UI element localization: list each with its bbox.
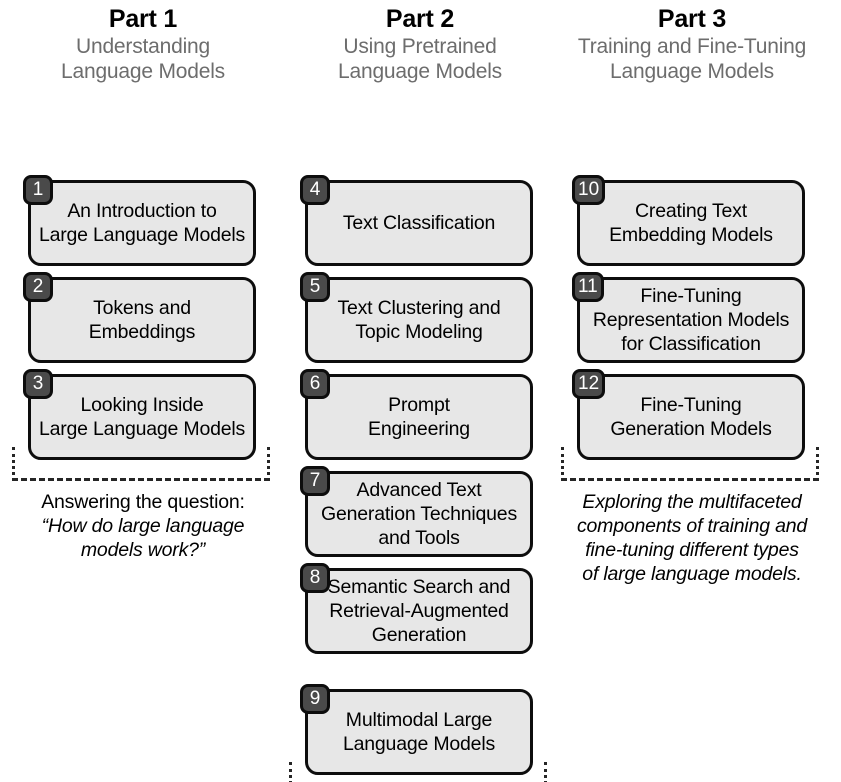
caption-line: “How do large language	[41, 515, 245, 537]
chapter-title: An Introduction to Large Language Models	[29, 199, 255, 247]
chapter-title-line: Multimodal Large	[345, 709, 493, 731]
chapter-number-badge: 9	[300, 684, 330, 714]
chapter-box-6[interactable]: 6 Prompt Engineering	[300, 369, 533, 460]
chapter-number-badge: 5	[300, 272, 330, 302]
chapter-number-badge: 1	[23, 175, 53, 205]
part-column-1: Part 1 Understanding Language Models 1 A…	[8, 0, 278, 561]
caption-line: Answering the question:	[41, 491, 245, 513]
part-column-2: Part 2 Using Pretrained Language Models …	[285, 0, 555, 782]
chapter-title: Fine-Tuning Representation Models for Cl…	[583, 284, 799, 356]
chapter-title-line: Creating Text	[635, 200, 747, 222]
chapter-box-11[interactable]: 11 Fine-Tuning Representation Models for…	[572, 272, 805, 363]
part-subtitle-line: Understanding	[76, 35, 210, 58]
chapter-title-line: Embedding Models	[609, 224, 773, 246]
chapter-number-badge: 7	[300, 466, 330, 496]
part-title-3: Part 3	[657, 5, 727, 33]
chapter-number-badge: 11	[572, 272, 604, 302]
chapter-number-badge: 10	[572, 175, 606, 205]
part-header-1: Part 1 Understanding Language Models	[8, 0, 278, 84]
caption-line: fine-tuning different types	[585, 539, 799, 561]
chapter-title-line: Prompt	[388, 394, 450, 416]
part-subtitle-line: Language Models	[61, 60, 225, 83]
chapter-title-line: Fine-Tuning	[640, 394, 742, 416]
chapter-title: Text Clustering and Topic Modeling	[327, 296, 510, 344]
part-subtitle-line: Language Models	[610, 60, 774, 83]
part-subtitle-2: Using Pretrained Language Models	[285, 34, 555, 84]
part-subtitle-line: Training and Fine-Tuning	[577, 35, 807, 58]
chapter-title: Semantic Search and Retrieval-Augmented …	[318, 575, 521, 647]
chapter-box-1[interactable]: 1 An Introduction to Large Language Mode…	[23, 175, 256, 266]
chapter-number-badge: 2	[23, 272, 53, 302]
chapter-title-line: Text Clustering and	[337, 297, 501, 319]
caption-line: models work?”	[80, 539, 206, 561]
chapter-number-badge: 4	[300, 175, 330, 205]
chapter-title-line: Topic Modeling	[355, 321, 483, 343]
chapter-box-10[interactable]: 10 Creating Text Embedding Models	[572, 175, 805, 266]
chapter-title: Creating Text Embedding Models	[599, 199, 783, 247]
chapter-title-line: An Introduction to	[67, 200, 217, 222]
chapter-title-line: Engineering	[368, 418, 470, 440]
chapter-title: Advanced Text Generation Techniques and …	[311, 478, 527, 550]
chapter-title-line: Generation Techniques	[321, 503, 517, 525]
part-subtitle-line: Language Models	[338, 60, 502, 83]
part-title-2: Part 2	[385, 5, 455, 33]
part-header-3: Part 3 Training and Fine-Tuning Language…	[557, 0, 827, 84]
chapter-title-line: Large Language Models	[38, 418, 246, 440]
chapter-number-badge: 8	[300, 563, 330, 593]
part-title-1: Part 1	[108, 5, 178, 33]
part-caption-1: Answering the question: “How do large la…	[8, 490, 278, 562]
chapter-title: Fine-Tuning Generation Models	[600, 393, 781, 441]
part-column-3: Part 3 Training and Fine-Tuning Language…	[557, 0, 827, 585]
chapter-title-line: Text Classification	[342, 212, 496, 234]
chapter-title-line: Large Language Models	[38, 224, 246, 246]
chapter-title-line: for Classification	[621, 333, 761, 355]
caption-line: Exploring the multifaceted	[582, 491, 802, 513]
chapter-title-line: Tokens and	[93, 297, 191, 319]
caption-line: of large language models.	[582, 563, 802, 585]
chapter-title: Multimodal Large Language Models	[333, 708, 505, 756]
chapter-title-line: Advanced Text	[356, 479, 482, 501]
chapter-title-line: and Tools	[378, 527, 460, 549]
chapter-title-line: Looking Inside	[80, 394, 204, 416]
part-subtitle-3: Training and Fine-Tuning Language Models	[557, 34, 827, 84]
chapter-box-7[interactable]: 7 Advanced Text Generation Techniques an…	[300, 466, 533, 557]
chapter-number-badge: 6	[300, 369, 330, 399]
part-header-2: Part 2 Using Pretrained Language Models	[285, 0, 555, 84]
chapter-box-8[interactable]: 8 Semantic Search and Retrieval-Augmente…	[300, 563, 533, 654]
caption-line: components of training and	[576, 515, 808, 537]
part-caption-3: Exploring the multifaceted components of…	[557, 490, 827, 586]
chapter-box-9[interactable]: 9 Multimodal Large Language Models	[300, 684, 533, 775]
chapter-title-line: Retrieval-Augmented	[329, 600, 509, 622]
chapter-number-badge: 3	[23, 369, 53, 399]
chapter-title-line: Language Models	[342, 733, 496, 755]
chapter-title-line: Fine-Tuning	[640, 285, 742, 307]
chapter-title: Text Classification	[333, 211, 505, 235]
chapter-box-5[interactable]: 5 Text Clustering and Topic Modeling	[300, 272, 533, 363]
chapter-title-line: Representation Models	[592, 309, 790, 331]
chapter-box-4[interactable]: 4 Text Classification	[300, 175, 533, 266]
chapter-box-2[interactable]: 2 Tokens and Embeddings	[23, 272, 256, 363]
part-subtitle-line: Using Pretrained	[343, 35, 497, 58]
chapter-title-line: Embeddings	[88, 321, 196, 343]
part-subtitle-1: Understanding Language Models	[8, 34, 278, 84]
chapter-title: Looking Inside Large Language Models	[29, 393, 255, 441]
chapter-title-line: Generation Models	[610, 418, 772, 440]
chapter-title-line: Generation	[371, 624, 467, 646]
chapter-box-3[interactable]: 3 Looking Inside Large Language Models	[23, 369, 256, 460]
chapter-box-12[interactable]: 12 Fine-Tuning Generation Models	[572, 369, 805, 460]
chapter-title: Tokens and Embeddings	[79, 296, 205, 344]
chapter-title: Prompt Engineering	[358, 393, 480, 441]
chapter-number-badge: 12	[572, 369, 606, 399]
chapter-title-line: Semantic Search and	[327, 576, 511, 598]
